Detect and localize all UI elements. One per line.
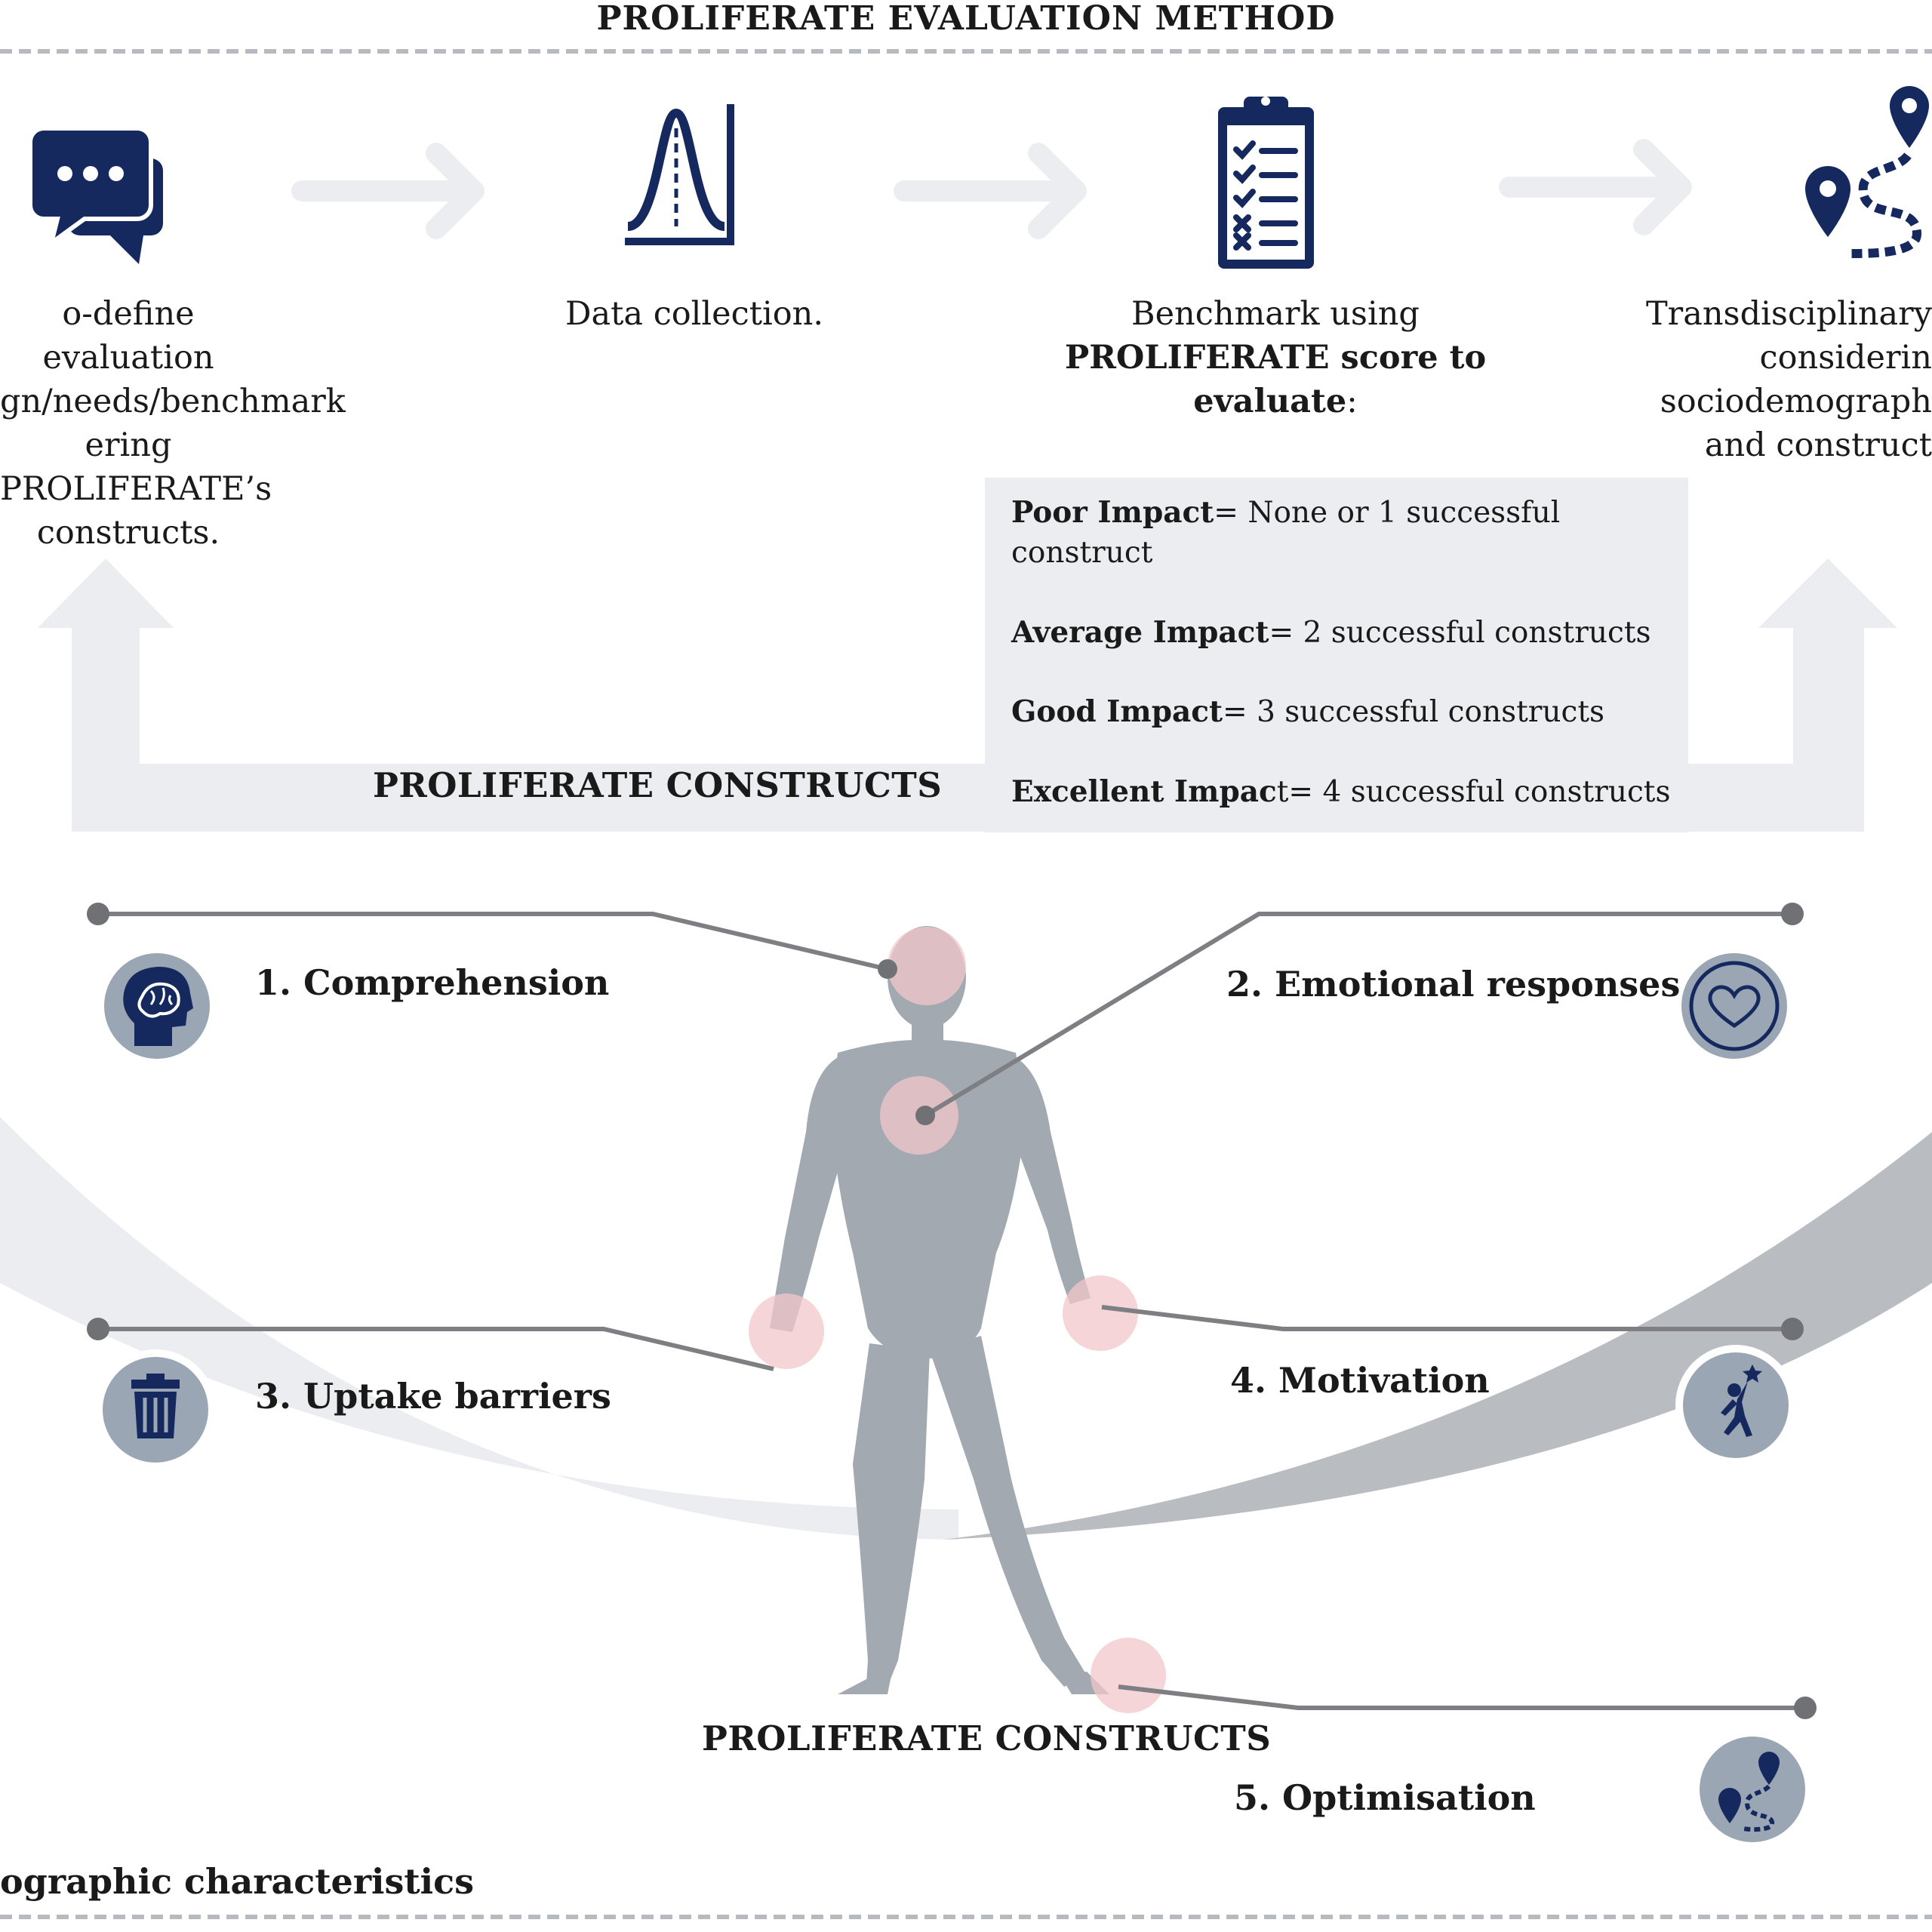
constructs-header-top: PROLIFERATE CONSTRUCTS [373, 765, 943, 805]
constructs-header-bottom: PROLIFERATE CONSTRUCTS [702, 1718, 1272, 1758]
step-3-line-3: evaluate: [1041, 380, 1509, 423]
connector-lines [98, 912, 1805, 1710]
human-figure [770, 926, 1109, 1694]
step-3-colon: : [1346, 383, 1358, 420]
clipboard-checklist-icon [1218, 97, 1314, 269]
score-poor-text-2: construct [1011, 536, 1153, 570]
step-1-line: o-define evaluation [42, 295, 214, 377]
step-2-line: Data collection. [565, 295, 823, 333]
step-3-bold: evaluate [1193, 383, 1347, 420]
step-1-line: ering PROLIFERATE’s [0, 426, 272, 508]
step-3-text: Benchmark using PROLIFERATE score to eva… [1041, 292, 1509, 423]
page-title: PROLIFERATE EVALUATION METHOD [596, 0, 1336, 38]
step-4-line: considerin [1759, 339, 1932, 377]
step-1-line: constructs. [36, 514, 220, 552]
score-excellent-text: = 4 successful constructs [1288, 775, 1671, 809]
step-3-line-bold: PROLIFERATE score to [1064, 339, 1487, 377]
score-average-label: Average Impact [1011, 615, 1269, 650]
step-4-line: sociodemograph [1660, 383, 1932, 420]
score-poor-text: = None or 1 successful [1214, 496, 1561, 530]
trash-bin-icon [95, 1349, 216, 1470]
step-arrow-1 [291, 143, 485, 239]
step-4-line: Transdisciplinary [1645, 295, 1932, 333]
step-arrow-2 [894, 143, 1087, 239]
score-good: Good Impact= 3 successful constructs [1011, 692, 1604, 732]
step-4-text: Transdisciplinary considerin sociodemogr… [1623, 292, 1932, 467]
score-excellent-label: Excellent Impac [1011, 774, 1277, 809]
score-excellent: Excellent Impact= 4 successful construct… [1011, 772, 1670, 812]
footer-characteristics: ographic characteristics [0, 1861, 475, 1902]
construct-comprehension: 1. Comprehension [255, 962, 610, 1003]
step-3-line: Benchmark using [1131, 295, 1420, 333]
score-average: Average Impact= 2 successful constructs [1011, 613, 1651, 653]
speech-bubbles-icon [30, 128, 163, 264]
heart-icon [1681, 953, 1787, 1059]
bell-curve-icon [625, 104, 734, 245]
score-box [985, 478, 1688, 832]
map-route-icon [1805, 86, 1929, 258]
right-swoosh [943, 1132, 1932, 1540]
score-poor-label: Poor Impact [1011, 495, 1214, 530]
score-average-text: = 2 successful constructs [1269, 616, 1651, 650]
feedback-u-arrow [38, 558, 1897, 832]
score-good-text: = 3 successful constructs [1223, 695, 1605, 729]
map-route-icon [1700, 1737, 1805, 1842]
brain-head-icon [104, 953, 210, 1059]
score-poor: Poor Impact= None or 1 successful constr… [1011, 493, 1560, 573]
step-2-text: Data collection. [543, 292, 845, 336]
connector-dots [87, 903, 1817, 1719]
step-4-line: and construct [1704, 426, 1932, 464]
construct-uptake-barriers: 3. Uptake barriers [255, 1376, 611, 1417]
score-good-label: Good Impact [1011, 694, 1223, 729]
score-excellent-label-rest: t [1276, 775, 1289, 809]
construct-optimisation: 5. Optimisation [1234, 1777, 1536, 1818]
construct-emotional-responses: 2. Emotional responses [1226, 964, 1681, 1004]
step-arrow-3 [1499, 139, 1692, 235]
reaching-star-icon [1675, 1345, 1796, 1466]
construct-motivation: 4. Motivation [1230, 1360, 1490, 1401]
